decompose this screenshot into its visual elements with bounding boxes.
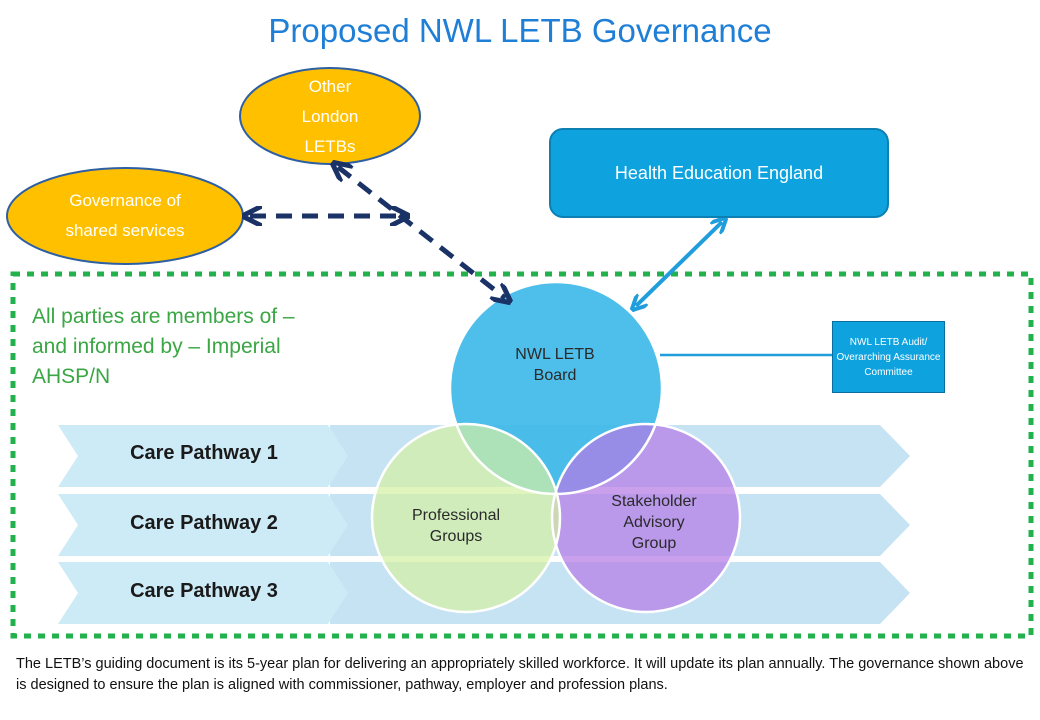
other-letbs-arrow xyxy=(338,167,505,298)
hee-arrow xyxy=(636,222,722,306)
other-london-letbs-line-1: Other xyxy=(308,77,352,96)
care-pathway-3-label: Care Pathway 3 xyxy=(130,580,278,602)
other-london-letbs-line-3: LETBs xyxy=(304,137,356,156)
footer-text: The LETB’s guiding document is its 5-yea… xyxy=(16,656,1024,693)
shared-services-label: Governance of shared services xyxy=(22,186,228,246)
professional-groups-line-1: Professional xyxy=(411,507,501,524)
professional-circle xyxy=(372,424,560,612)
other-london-letbs-line-2: London xyxy=(301,107,359,126)
shared-services-line-2: shared services xyxy=(65,221,185,240)
audit-committee-label: NWL LETB Audit/ Overarching Assurance Co… xyxy=(836,336,941,378)
professional-groups-line-2: Groups xyxy=(429,528,483,545)
hee-box: Health Education England xyxy=(549,128,889,218)
stakeholder-line-3: Group xyxy=(631,535,677,552)
shared-services-line-1: Governance of xyxy=(69,191,181,210)
stakeholder-line-1: Stakeholder xyxy=(611,493,697,510)
other-london-letbs-label: Other London LETBs xyxy=(262,72,398,162)
board-label: NWL LETB Board xyxy=(495,344,615,386)
membership-boundary xyxy=(10,271,1034,639)
members-text: All parties are members of – and informe… xyxy=(32,305,295,388)
hee-label: Health Education England xyxy=(614,162,824,183)
professional-groups-label: Professional Groups xyxy=(388,505,524,547)
stakeholder-line-2: Advisory xyxy=(623,514,685,531)
care-pathway-1-label: Care Pathway 1 xyxy=(130,442,278,464)
audit-committee-box: NWL LETB Audit/ Overarching Assurance Co… xyxy=(832,321,945,393)
venn-outlines xyxy=(370,280,742,614)
stakeholder-advisory-label: Stakeholder Advisory Group xyxy=(584,491,724,554)
stakeholder-circle xyxy=(552,424,740,612)
board-label-line-2: Board xyxy=(533,367,577,384)
board-label-line-1: NWL LETB xyxy=(515,346,595,363)
care-pathway-2-label: Care Pathway 2 xyxy=(130,512,278,534)
page-title: Proposed NWL LETB Governance xyxy=(268,12,772,49)
